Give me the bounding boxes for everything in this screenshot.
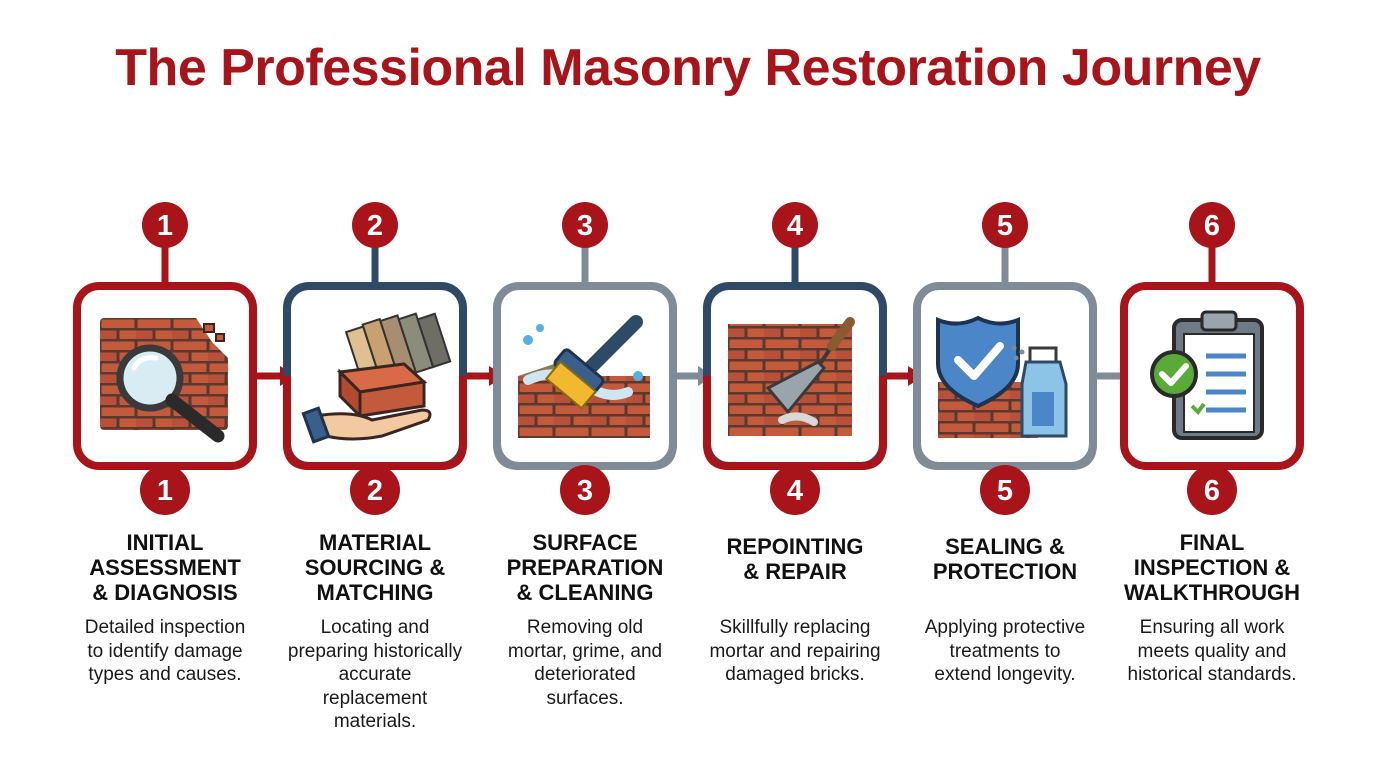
step-number-bottom-2: 2 [367, 475, 383, 507]
step-description-line: types and causes. [88, 664, 242, 685]
step-description-line: Applying protective [924, 617, 1086, 638]
step-title-line: SEALING & [945, 534, 1065, 559]
step-description-line: treatments to [949, 640, 1061, 662]
step-number-bottom-1: 1 [157, 475, 173, 507]
step-title-line: ASSESSMENT [89, 555, 241, 580]
step-title-line: & REPAIR [743, 559, 847, 584]
step-number-top-2: 2 [367, 210, 383, 242]
step-title-line: INSPECTION & [1133, 555, 1291, 580]
step-title-line: SOURCING & [304, 555, 446, 580]
step-description-line: accurate [338, 664, 412, 685]
step-description-line: mortar and repairing [709, 640, 881, 662]
step-badge-bottom-4: 4 [770, 465, 820, 515]
step-title-line: FINAL [1179, 530, 1245, 555]
page-title: The Professional Masonry Restoration Jou… [115, 39, 1261, 97]
step-description-line: Locating and [320, 617, 430, 638]
shield-spray-bricks-icon [936, 315, 1068, 438]
step-title-line: MATCHING [316, 580, 434, 605]
step-badge-bottom-5: 5 [980, 465, 1030, 515]
step-number-top-5: 5 [997, 210, 1013, 242]
step-title-4: REPOINTING& REPAIR [690, 534, 900, 584]
step-description-line: replacement [322, 687, 428, 709]
step-badge-top-6: 6 [1189, 202, 1235, 248]
step-title-line: & CLEANING [516, 580, 654, 605]
step-badge-top-1: 1 [142, 202, 188, 248]
step-number-bottom-4: 4 [787, 475, 803, 507]
step-description-line: preparing historically [287, 640, 463, 662]
step-description-line: Removing old [526, 617, 644, 638]
step-title-line: WALKTHROUGH [1124, 580, 1300, 605]
step-title-line: PREPARATION [506, 555, 664, 580]
step-description-line: mortar, grime, and [507, 640, 663, 662]
step-number-top-6: 6 [1204, 210, 1220, 242]
step-title-5: SEALING &PROTECTION [900, 534, 1110, 584]
step-number-bottom-6: 6 [1204, 475, 1220, 507]
step-description-line: surfaces. [546, 687, 624, 709]
step-title-line: MATERIAL [318, 530, 432, 555]
scrub-brush-bricks-icon [518, 315, 650, 438]
hand-brick-swatches-icon [301, 312, 452, 444]
step-badge-top-4: 4 [772, 202, 818, 248]
step-badge-bottom-3: 3 [560, 465, 610, 515]
step-title-line: & DIAGNOSIS [92, 580, 238, 605]
clipboard-checklist-icon [1150, 310, 1264, 440]
step-number-top-4: 4 [787, 210, 803, 242]
step-number-bottom-3: 3 [577, 475, 593, 507]
step-description-line: historical standards. [1127, 664, 1297, 685]
step-number-top-3: 3 [577, 210, 593, 242]
step-description-line: meets quality and [1137, 640, 1287, 662]
step-description-line: extend longevity. [934, 664, 1076, 685]
step-title-line: REPOINTING [726, 534, 864, 559]
step-badge-bottom-1: 1 [140, 465, 190, 515]
step-description-line: Skillfully replacing [719, 617, 871, 638]
step-description-line: to identify damage [87, 640, 243, 662]
step-title-line: INITIAL [126, 530, 204, 555]
step-badge-bottom-2: 2 [350, 465, 400, 515]
step-title-line: PROTECTION [932, 559, 1078, 584]
step-description-line: Ensuring all work [1139, 617, 1285, 638]
trowel-bricks-icon [728, 317, 855, 436]
step-description-line: deteriorated [534, 664, 636, 685]
step-number-bottom-5: 5 [997, 475, 1013, 507]
step-title-line: SURFACE [532, 530, 638, 555]
step-description-line: Detailed inspection [84, 617, 246, 638]
step-badge-top-5: 5 [982, 202, 1028, 248]
step-badge-top-2: 2 [352, 202, 398, 248]
step-badge-bottom-6: 6 [1187, 465, 1237, 515]
magnifier-on-bricks-icon [100, 318, 228, 443]
step-description-line: damaged bricks. [725, 664, 865, 685]
step-badge-top-3: 3 [562, 202, 608, 248]
step-number-top-1: 1 [157, 210, 173, 242]
step-description-line: materials. [333, 711, 417, 732]
